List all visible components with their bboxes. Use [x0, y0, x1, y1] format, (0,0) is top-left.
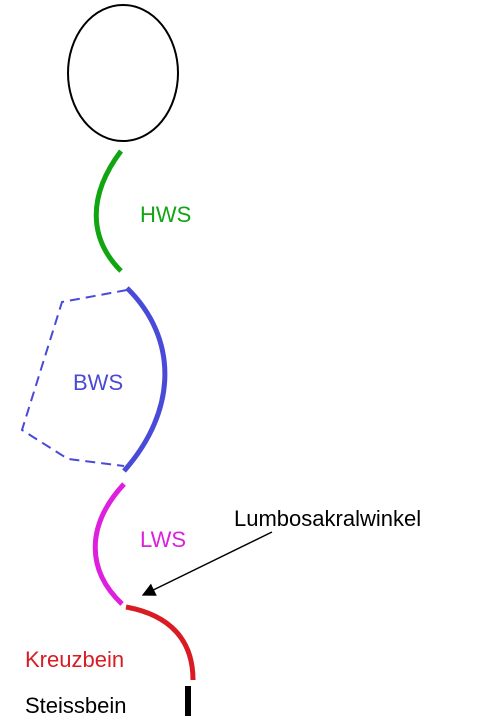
kreuzbein-curve	[125, 604, 196, 681]
kreuzbein-label: Kreuzbein	[25, 647, 124, 672]
hws-label: HWS	[140, 202, 191, 227]
steissbein-label: Steissbein	[25, 693, 127, 718]
lumbosakralwinkel-label: Lumbosakralwinkel	[234, 506, 421, 531]
hws-curve	[93, 149, 124, 273]
lumbosakralwinkel-arrow	[141, 531, 273, 596]
lws-curve	[92, 482, 126, 606]
bws-curve	[122, 286, 168, 473]
bws-label: BWS	[73, 370, 123, 395]
bws-dashed-outline	[20, 289, 128, 467]
head-circle	[67, 4, 179, 142]
lws-label: LWS	[140, 527, 186, 552]
